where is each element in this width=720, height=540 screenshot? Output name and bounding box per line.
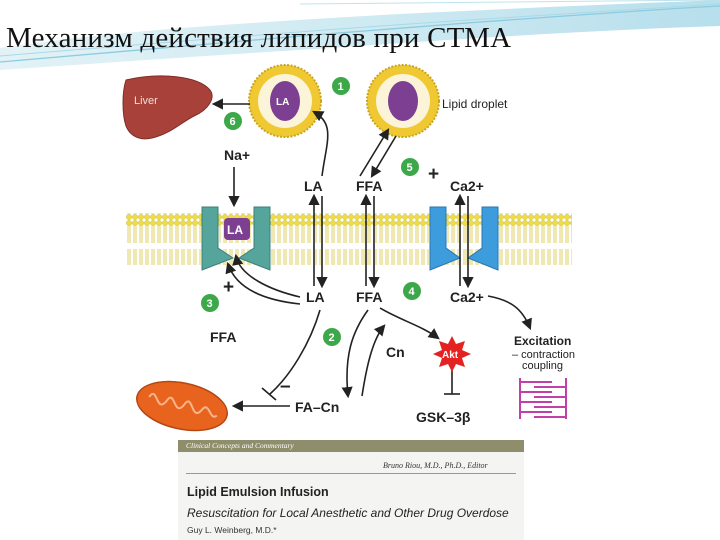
step-badge-5: 5 bbox=[401, 158, 419, 176]
droplet-core-label: LA bbox=[276, 97, 289, 108]
la-top-label: LA bbox=[304, 178, 323, 194]
step-number-6: 6 bbox=[230, 116, 236, 128]
paper-header-band bbox=[178, 440, 524, 452]
step-number-4: 4 bbox=[409, 286, 416, 298]
step-number-2: 2 bbox=[329, 332, 335, 344]
step-number-5: 5 bbox=[407, 162, 413, 174]
ca-top-label: Ca2+ bbox=[450, 178, 484, 194]
step-badge-3: 3 bbox=[201, 294, 219, 312]
inhibition-bar bbox=[261, 387, 277, 401]
pathway-arrows bbox=[211, 98, 532, 412]
na-label: Na+ bbox=[224, 147, 250, 163]
gsk-label: GSK–3β bbox=[416, 409, 471, 425]
paper-title: Lipid Emulsion Infusion bbox=[187, 485, 329, 499]
step-badge-2: 2 bbox=[323, 328, 341, 346]
lipid-droplet-with-la: LA bbox=[248, 64, 322, 138]
step-number-3: 3 bbox=[207, 298, 213, 310]
sodium-channel: LA bbox=[201, 206, 271, 271]
step-badge-6: 6 bbox=[224, 112, 242, 130]
excitation-line-3: coupling bbox=[522, 360, 563, 372]
slide-title: Механизм действия липидов при СТМА bbox=[6, 22, 512, 54]
paper-author: Guy L. Weinberg, M.D.* bbox=[187, 525, 277, 535]
channel-la-label: LA bbox=[227, 223, 243, 237]
step-badge-1: 1 bbox=[332, 77, 350, 95]
ca-bottom-label: Ca2+ bbox=[450, 289, 484, 305]
la-bottom-label: LA bbox=[306, 289, 325, 305]
paper-subtitle: Resuscitation for Local Anesthetic and O… bbox=[187, 506, 509, 520]
cell-membrane bbox=[126, 213, 572, 265]
calcium-channel bbox=[429, 206, 499, 271]
lipid-mechanism-diagram: Liver LA Lipid droplet 1 6 5 bbox=[122, 64, 575, 432]
step-badge-4: 4 bbox=[403, 282, 421, 300]
liver-label: Liver bbox=[134, 95, 158, 107]
liver: Liver bbox=[122, 75, 213, 140]
minus-sign: – bbox=[280, 376, 291, 397]
excitation-line-2: – contraction bbox=[512, 349, 575, 361]
paper-divider bbox=[186, 473, 516, 474]
background-waves bbox=[0, 0, 720, 70]
lipid-droplet bbox=[366, 64, 440, 138]
akt-label: Akt bbox=[442, 350, 459, 361]
akt-burst: Akt bbox=[433, 336, 471, 372]
paper-excerpt: Clinical Concepts and Commentary Bruno R… bbox=[178, 440, 524, 540]
mitochondrion bbox=[136, 380, 228, 432]
ffa-top-label: FFA bbox=[356, 178, 382, 194]
lipid-droplet-label: Lipid droplet bbox=[442, 97, 508, 111]
plus-sign-5: + bbox=[428, 164, 439, 185]
ffa-bottom-label: FFA bbox=[356, 289, 382, 305]
plus-sign-3: + bbox=[223, 277, 234, 298]
sarcomere-icon bbox=[519, 378, 567, 419]
step-number-1: 1 bbox=[338, 81, 344, 93]
ffa-left-label: FFA bbox=[210, 329, 236, 345]
cn-label: Cn bbox=[386, 344, 405, 360]
excitation-line-1: Excitation bbox=[514, 334, 571, 348]
paper-section-label: Clinical Concepts and Commentary bbox=[186, 441, 294, 450]
fa-cn-label: FA–Cn bbox=[295, 399, 339, 415]
paper-editor: Bruno Riou, M.D., Ph.D., Editor bbox=[383, 461, 488, 470]
